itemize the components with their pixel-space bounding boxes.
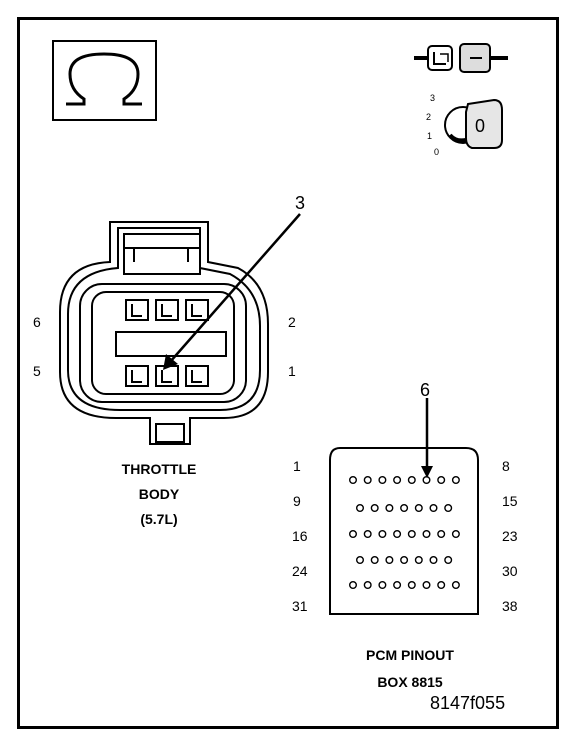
pcm-pin	[451, 530, 460, 539]
pcm-pin	[393, 476, 402, 485]
ignition-position-1: 1	[427, 131, 433, 141]
connector-caption-line3: (5.7L)	[140, 511, 178, 527]
pcm-pin	[393, 530, 402, 539]
ignition-position-2: 2	[426, 112, 432, 122]
callout-arrow-3	[163, 213, 301, 370]
pcm-left-pin-label: 1	[293, 458, 301, 474]
pcm-pinout-box	[329, 447, 479, 615]
pcm-left-pin-label: 9	[293, 493, 301, 509]
throttle-body-connector	[59, 221, 269, 445]
omega-icon	[52, 40, 157, 121]
pcm-pin	[356, 504, 365, 513]
pcm-pin	[370, 504, 379, 513]
pcm-left-pin-label: 24	[292, 563, 308, 579]
pcm-pin	[444, 504, 453, 513]
pcm-pin	[400, 504, 409, 513]
pcm-pin-grid	[349, 476, 460, 590]
ignition-position-3: 3	[430, 93, 436, 103]
connector-callout-number: 3	[295, 193, 306, 213]
pcm-right-pin-label: 38	[502, 598, 518, 614]
figure-id: 8147f055	[430, 693, 506, 713]
pcm-pin	[349, 530, 358, 539]
pcm-pin	[407, 581, 416, 590]
pcm-left-pin-label: 31	[292, 598, 308, 614]
pcm-pin	[378, 530, 387, 539]
pcm-pin	[407, 476, 416, 485]
pcm-pin	[363, 581, 372, 590]
pcm-pin	[422, 530, 431, 539]
pcm-left-pin-label: 16	[292, 528, 308, 544]
diagram-frame	[17, 17, 559, 729]
pcm-pin	[407, 530, 416, 539]
pcm-callout-number: 6	[420, 380, 431, 400]
connector-pin-5-label: 5	[33, 363, 41, 379]
pcm-right-pin-label: 23	[502, 528, 518, 544]
pcm-pin	[363, 530, 372, 539]
pcm-pin	[349, 581, 358, 590]
connector-pin-1-label: 1	[288, 363, 296, 379]
pcm-pin	[385, 504, 394, 513]
ignition-key-icon	[444, 98, 503, 149]
pcm-pin	[378, 581, 387, 590]
pcm-caption-line1: PCM PINOUT	[366, 647, 454, 663]
pcm-pin	[393, 581, 402, 590]
connector-pin-2-label: 2	[288, 314, 296, 330]
pcm-pin	[422, 581, 431, 590]
pcm-pin	[385, 556, 394, 565]
pcm-pin	[437, 476, 446, 485]
pcm-pin	[451, 476, 460, 485]
pcm-right-pin-label: 15	[502, 493, 518, 509]
pcm-pin	[451, 581, 460, 590]
pcm-pin	[437, 581, 446, 590]
pcm-pin	[444, 556, 453, 565]
pcm-pin	[429, 504, 438, 513]
pcm-pin	[414, 504, 423, 513]
pcm-right-pin-label: 8	[502, 458, 510, 474]
pcm-pin	[349, 476, 358, 485]
connector-caption-line2: BODY	[138, 486, 180, 502]
connector-caption-line1: THROTTLE	[121, 461, 197, 477]
pcm-pin	[378, 476, 387, 485]
pcm-pin	[414, 556, 423, 565]
pcm-pin	[422, 476, 431, 485]
pcm-pin	[400, 556, 409, 565]
pcm-right-pin-label: 30	[502, 563, 518, 579]
pcm-pin	[356, 556, 365, 565]
pcm-pin	[429, 556, 438, 565]
pcm-caption-line2: BOX 8815	[377, 674, 443, 690]
pcm-pin	[363, 476, 372, 485]
pcm-pin	[370, 556, 379, 565]
connector-pin-6-label: 6	[33, 314, 41, 330]
pcm-pin	[437, 530, 446, 539]
connector-disconnect-icon	[414, 43, 508, 73]
ignition-position-0: 0	[434, 147, 440, 157]
callout-arrow-6	[421, 398, 433, 478]
ignition-key-label: 0	[475, 116, 486, 136]
